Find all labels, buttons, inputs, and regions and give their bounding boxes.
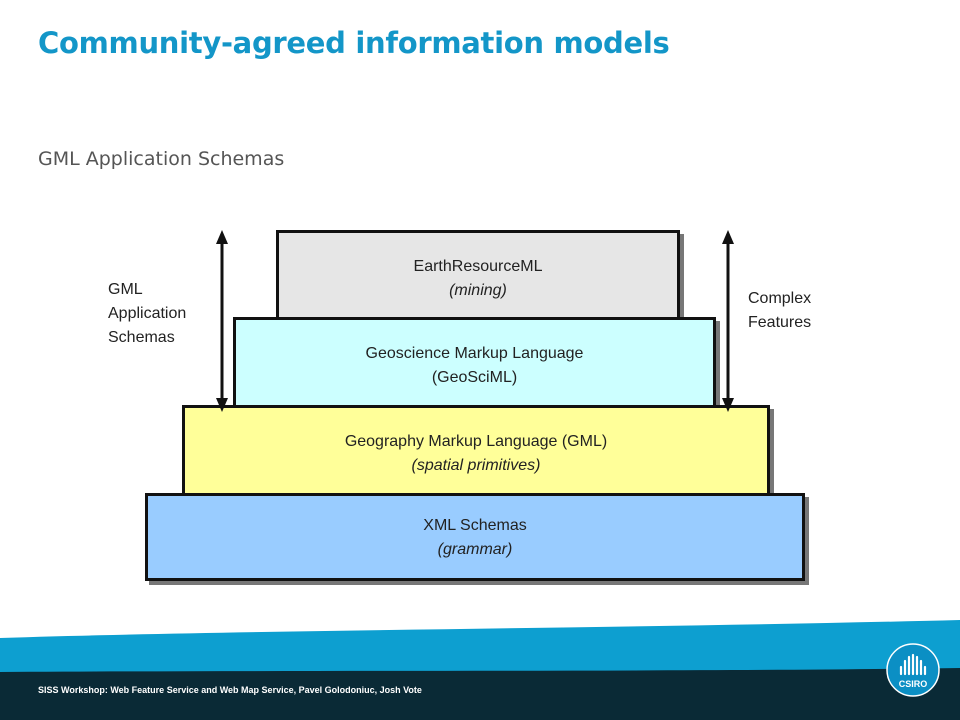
slide-title: Community-agreed information models: [38, 26, 670, 60]
logo-text: CSIRO: [899, 679, 928, 689]
csiro-logo-icon: CSIRO: [886, 643, 940, 697]
layer-xml-schemas: XML Schemas (grammar): [145, 493, 805, 581]
label-line: Features: [748, 314, 812, 331]
layer-gml: Geography Markup Language (GML) (spatial…: [182, 405, 770, 499]
footer-band: [0, 620, 960, 720]
footer-text: SISS Workshop: Web Feature Service and W…: [38, 685, 422, 695]
layer-sublabel: (spatial primitives): [411, 457, 541, 474]
layer-label: Geoscience Markup Language: [365, 345, 584, 362]
gml-application-schemas-label: GML Application Schemas: [108, 278, 186, 350]
label-line: Complex: [748, 290, 812, 307]
layer-label: EarthResourceML: [413, 258, 543, 275]
label-line: Application: [108, 305, 187, 322]
layer-sublabel: (grammar): [437, 541, 513, 558]
left-double-arrow: [216, 230, 228, 412]
complex-features-label: Complex Features: [748, 287, 811, 335]
slide-subtitle: GML Application Schemas: [38, 148, 285, 170]
right-double-arrow: [722, 230, 734, 412]
layer-sublabel: (GeoSciML): [431, 369, 518, 386]
layer-geosciml: Geoscience Markup Language (GeoSciML): [233, 317, 716, 411]
layer-sublabel: (mining): [449, 282, 507, 299]
layer-label: XML Schemas: [423, 517, 527, 534]
label-line: GML: [108, 281, 143, 298]
label-line: Schemas: [108, 329, 175, 346]
layer-earthresourceml: EarthResourceML (mining): [276, 230, 680, 326]
layer-label: Geography Markup Language (GML): [344, 433, 608, 450]
